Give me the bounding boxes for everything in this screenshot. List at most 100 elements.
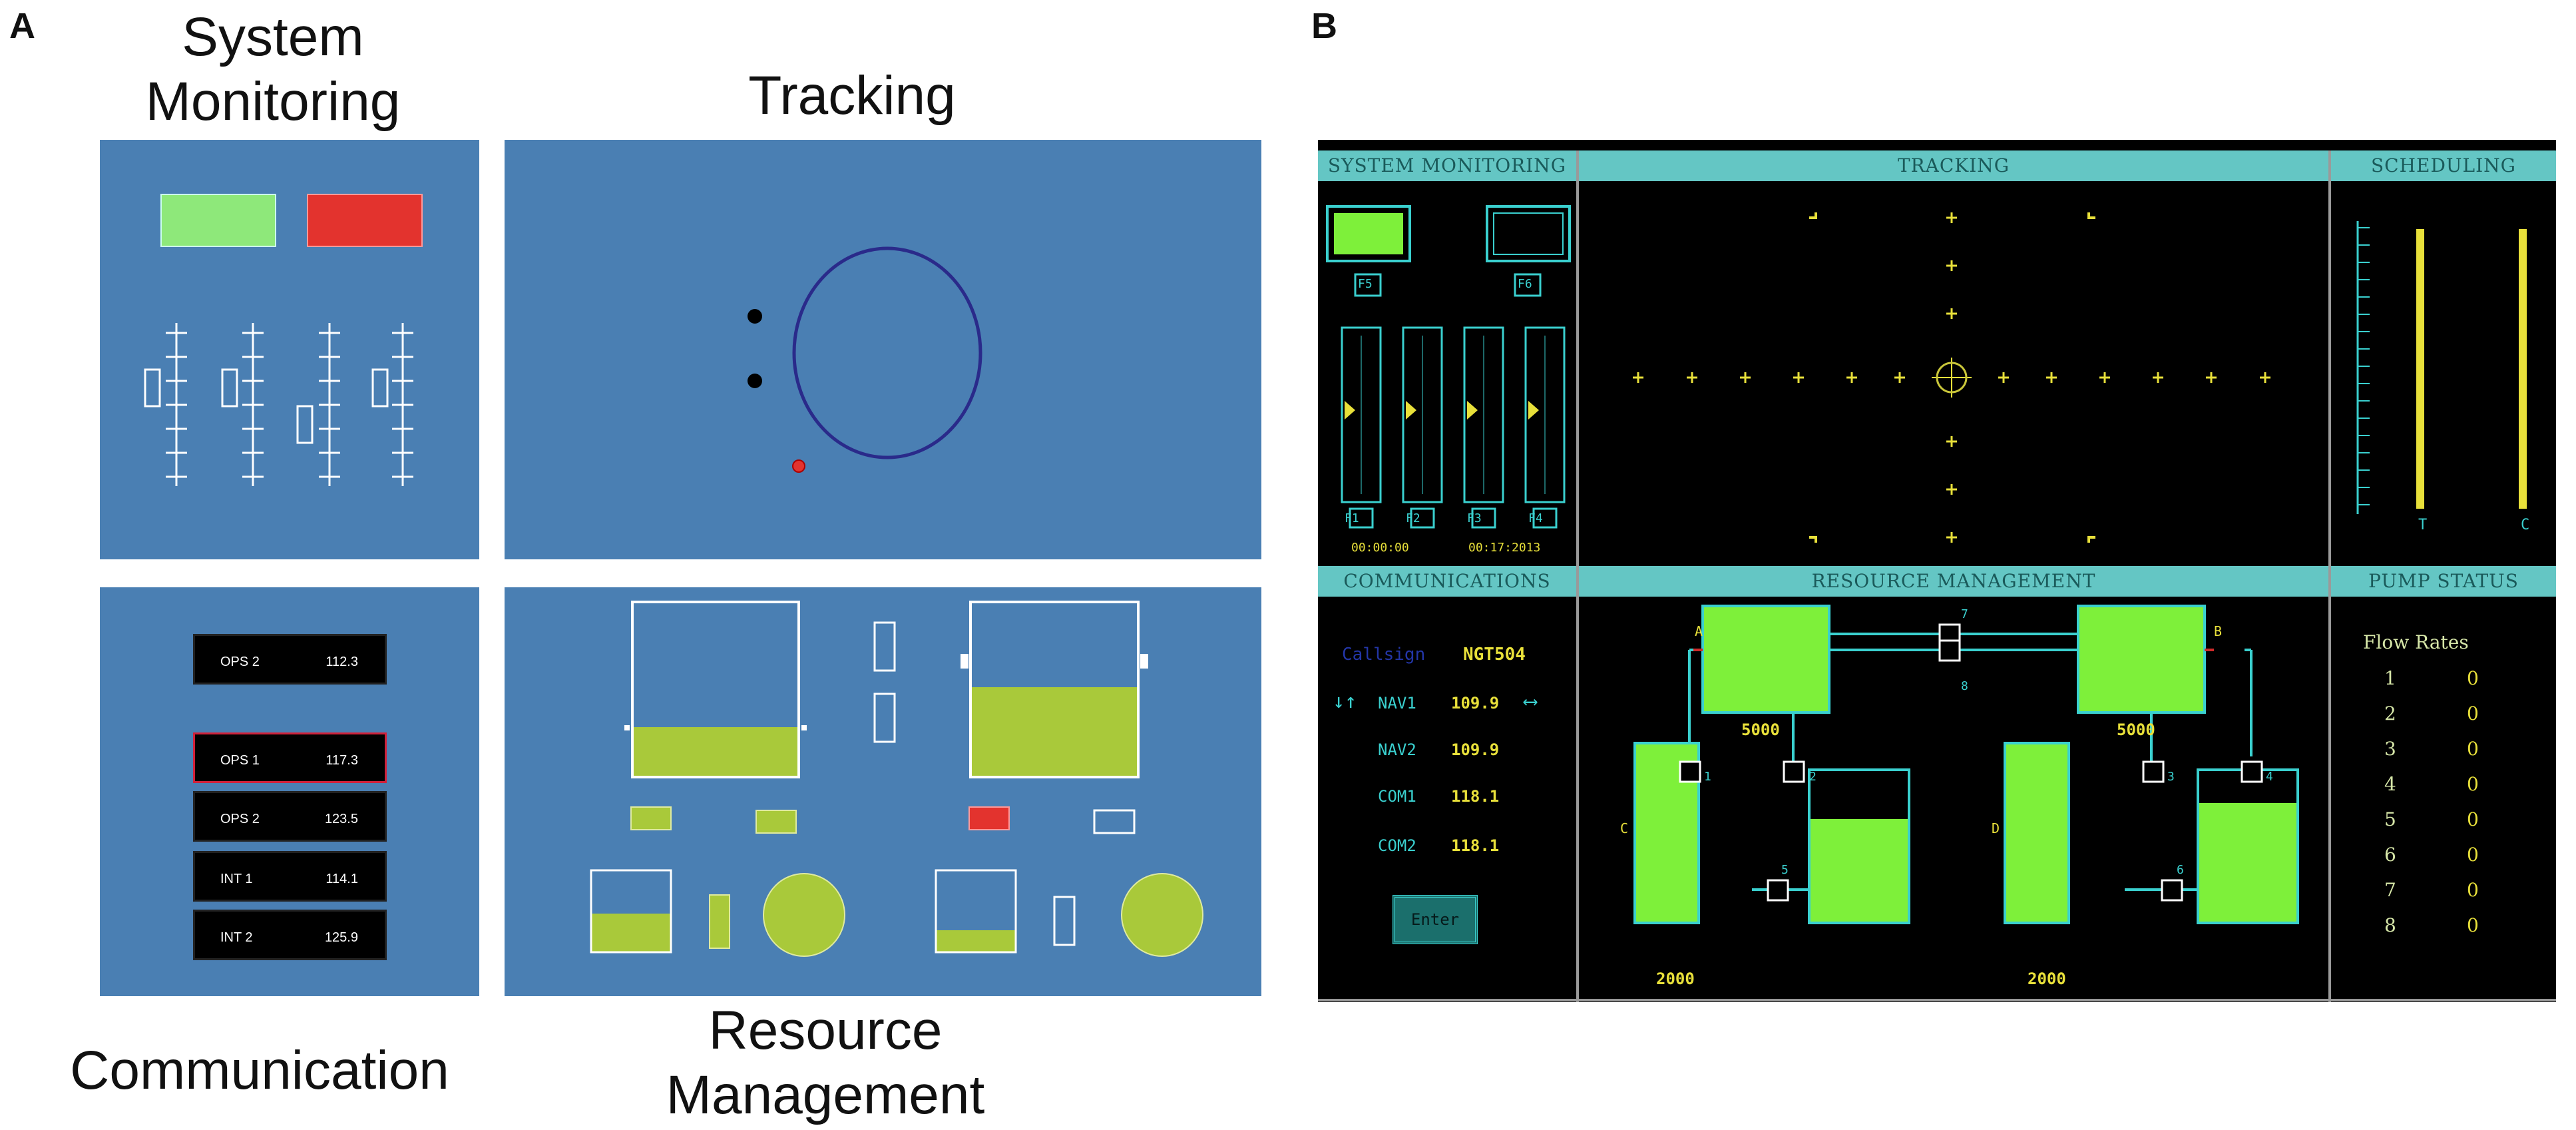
radio-label: OPS 2 [220, 655, 260, 669]
b-pump-8-icon [1938, 639, 1961, 662]
a-resource-management-panel [505, 587, 1261, 996]
radio-freq: 123.5 [324, 812, 358, 826]
pump-5-label: 5 [1781, 863, 1789, 877]
b-pump-3-icon [2142, 760, 2165, 783]
tank-a-value: 5000 [1741, 720, 1780, 739]
b-pump-2-icon [1783, 760, 1805, 783]
radio-row-2-selected[interactable]: OPS 1 117.3 [193, 732, 387, 783]
radio-row-1[interactable]: OPS 2 112.3 [193, 634, 387, 685]
a-tracking-graphic [748, 246, 982, 473]
caption-tracking: Tracking [748, 65, 956, 126]
b-pump-6-icon [2161, 879, 2183, 902]
valve-1-icon [873, 621, 896, 672]
b-tank-d-icon [2004, 742, 2070, 924]
b-scale-2-icon [1402, 326, 1443, 503]
radio-freq: 125.9 [324, 930, 358, 945]
flow-rate: 0 [2467, 879, 2479, 901]
header-system-monitoring: SYSTEM MONITORING [1327, 154, 1567, 176]
radio-row-4[interactable]: INT 1 114.1 [193, 851, 387, 902]
tank-c-value: 2000 [1656, 970, 1695, 988]
time-right: 00:17:2013 [1468, 541, 1541, 555]
a-resource-management-graphic [590, 601, 1203, 957]
flow-pump: 2 [2384, 703, 2396, 724]
tracking-dot-2-icon [748, 374, 762, 388]
caption-system-monitoring-line2: Monitoring [145, 71, 401, 132]
com2-name[interactable]: COM2 [1378, 836, 1416, 855]
pump-7-label: 7 [1961, 607, 1968, 621]
caption-system-monitoring-line1: System [182, 7, 364, 67]
radio-label: INT 2 [220, 930, 253, 945]
flow-rates-list: 1 0 2 0 3 0 4 0 5 0 6 0 7 0 8 0 [2331, 662, 2556, 995]
pump-1-icon [630, 806, 672, 830]
red-light-icon [307, 194, 423, 247]
f2-label: F2 [1406, 511, 1420, 525]
pump-boxes [1679, 623, 2263, 902]
flow-rate: 0 [2467, 844, 2479, 866]
a-system-monitoring-graphic [144, 194, 423, 486]
radio-label: OPS 2 [220, 812, 260, 826]
a-tracking-panel [505, 140, 1261, 559]
flow-pump: 8 [2384, 914, 2396, 936]
flow-rates-title: Flow Rates [2363, 631, 2469, 653]
schedule-label-c: C [2521, 517, 2530, 533]
b-scale-1-icon [1341, 326, 1382, 503]
caption-resource-management: Resource Management [612, 999, 1038, 1128]
pump-2-icon [755, 810, 797, 834]
a-communication-panel: OPS 2 112.3 OPS 1 117.3 OPS 2 123.5 INT … [100, 587, 479, 996]
b-resource-graphic [1633, 605, 2299, 924]
header-scheduling: SCHEDULING [2370, 154, 2517, 176]
pump-1-label: 1 [1704, 770, 1711, 784]
matb-display: SYSTEM MONITORING TRACKING SCHEDULING CO… [1318, 140, 2556, 1002]
b-tank-a-icon [1701, 605, 1830, 714]
b-corner-br-icon [2087, 536, 2095, 543]
enter-button[interactable]: Enter [1393, 895, 1478, 944]
divider-1 [1576, 150, 1579, 1002]
com1-freq: 118.1 [1451, 787, 1500, 806]
b-scale-3-pointer-icon [1467, 401, 1478, 420]
flow-pump: 4 [2384, 773, 2396, 795]
f6-label: F6 [1518, 277, 1532, 291]
b-scale-2-pointer-icon [1406, 401, 1416, 420]
flow-pump: 1 [2384, 667, 2396, 689]
tank-d-icon [935, 869, 1017, 954]
tank-e-icon [763, 873, 845, 957]
tank-b-value: 5000 [2117, 720, 2155, 739]
tank-a-icon [624, 601, 807, 778]
valve-c-icon [709, 894, 730, 949]
tank-a-letter: A [1695, 623, 1703, 639]
radio-row-5[interactable]: INT 2 125.9 [193, 910, 387, 960]
header-communications: COMMUNICATIONS [1343, 570, 1551, 592]
tracking-circle-icon [792, 246, 982, 459]
radio-freq: 114.1 [325, 872, 358, 886]
scale-1-marker-icon [144, 368, 161, 408]
panel-b-letter: B [1311, 6, 1337, 46]
tracking-dot-1-icon [748, 309, 762, 324]
nav1-name: NAV1 [1378, 694, 1416, 712]
com1-name[interactable]: COM1 [1378, 787, 1416, 806]
tank-c-icon [590, 869, 672, 954]
b-tracking-graphic [1633, 212, 2270, 543]
valve-2-icon [873, 693, 896, 743]
header-resource-management: RESOURCE MANAGEMENT [1811, 570, 2096, 592]
b-corner-tr-icon [2087, 212, 2095, 219]
nav2-name[interactable]: NAV2 [1378, 740, 1416, 759]
divider-2 [2328, 150, 2331, 1002]
green-light-icon [160, 194, 276, 247]
b-scale-1-pointer-icon [1345, 401, 1355, 420]
b-scheduling-graphic [2356, 221, 2527, 514]
radio-freq: 112.3 [325, 655, 358, 669]
f4-label: F4 [1528, 511, 1543, 525]
caption-resource-management-line2: Management [666, 1064, 985, 1125]
middle-header-bar [1318, 566, 2556, 597]
radio-row-3[interactable]: OPS 2 123.5 [193, 791, 387, 842]
callsign-value: NGT504 [1463, 645, 1526, 665]
nav1-arrows-icon[interactable]: ↓↑ [1333, 690, 1357, 713]
b-scale-4-pointer-icon [1528, 401, 1539, 420]
tank-d-letter: D [1992, 820, 2000, 836]
radio-label: OPS 1 [220, 753, 260, 768]
caption-system-monitoring: System Monitoring [100, 5, 446, 135]
b-light-green-icon [1334, 213, 1403, 254]
nav1-arrow-icon: ⟷ [1524, 690, 1537, 713]
pump-2-label: 2 [1809, 770, 1817, 784]
time-left: 00:00:00 [1351, 541, 1409, 555]
